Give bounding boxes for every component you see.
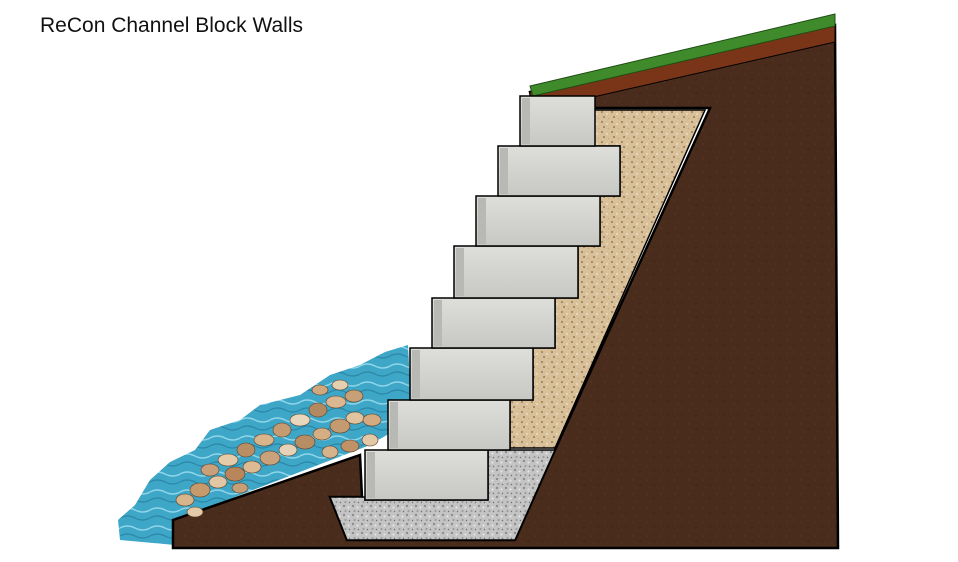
concrete-block-7 xyxy=(497,139,621,197)
riprap-stones xyxy=(175,379,382,518)
grass xyxy=(529,13,836,97)
block-stack xyxy=(364,95,621,501)
concrete-block-4 xyxy=(431,291,556,349)
concrete-block-2 xyxy=(387,393,511,451)
diagram-title: ReCon Channel Block Walls xyxy=(40,14,304,37)
concrete-block-1 xyxy=(364,443,489,501)
concrete-block-8 xyxy=(519,95,596,147)
concrete-block-6 xyxy=(475,189,601,247)
concrete-block-5 xyxy=(453,239,579,299)
concrete-block-3 xyxy=(409,341,534,401)
